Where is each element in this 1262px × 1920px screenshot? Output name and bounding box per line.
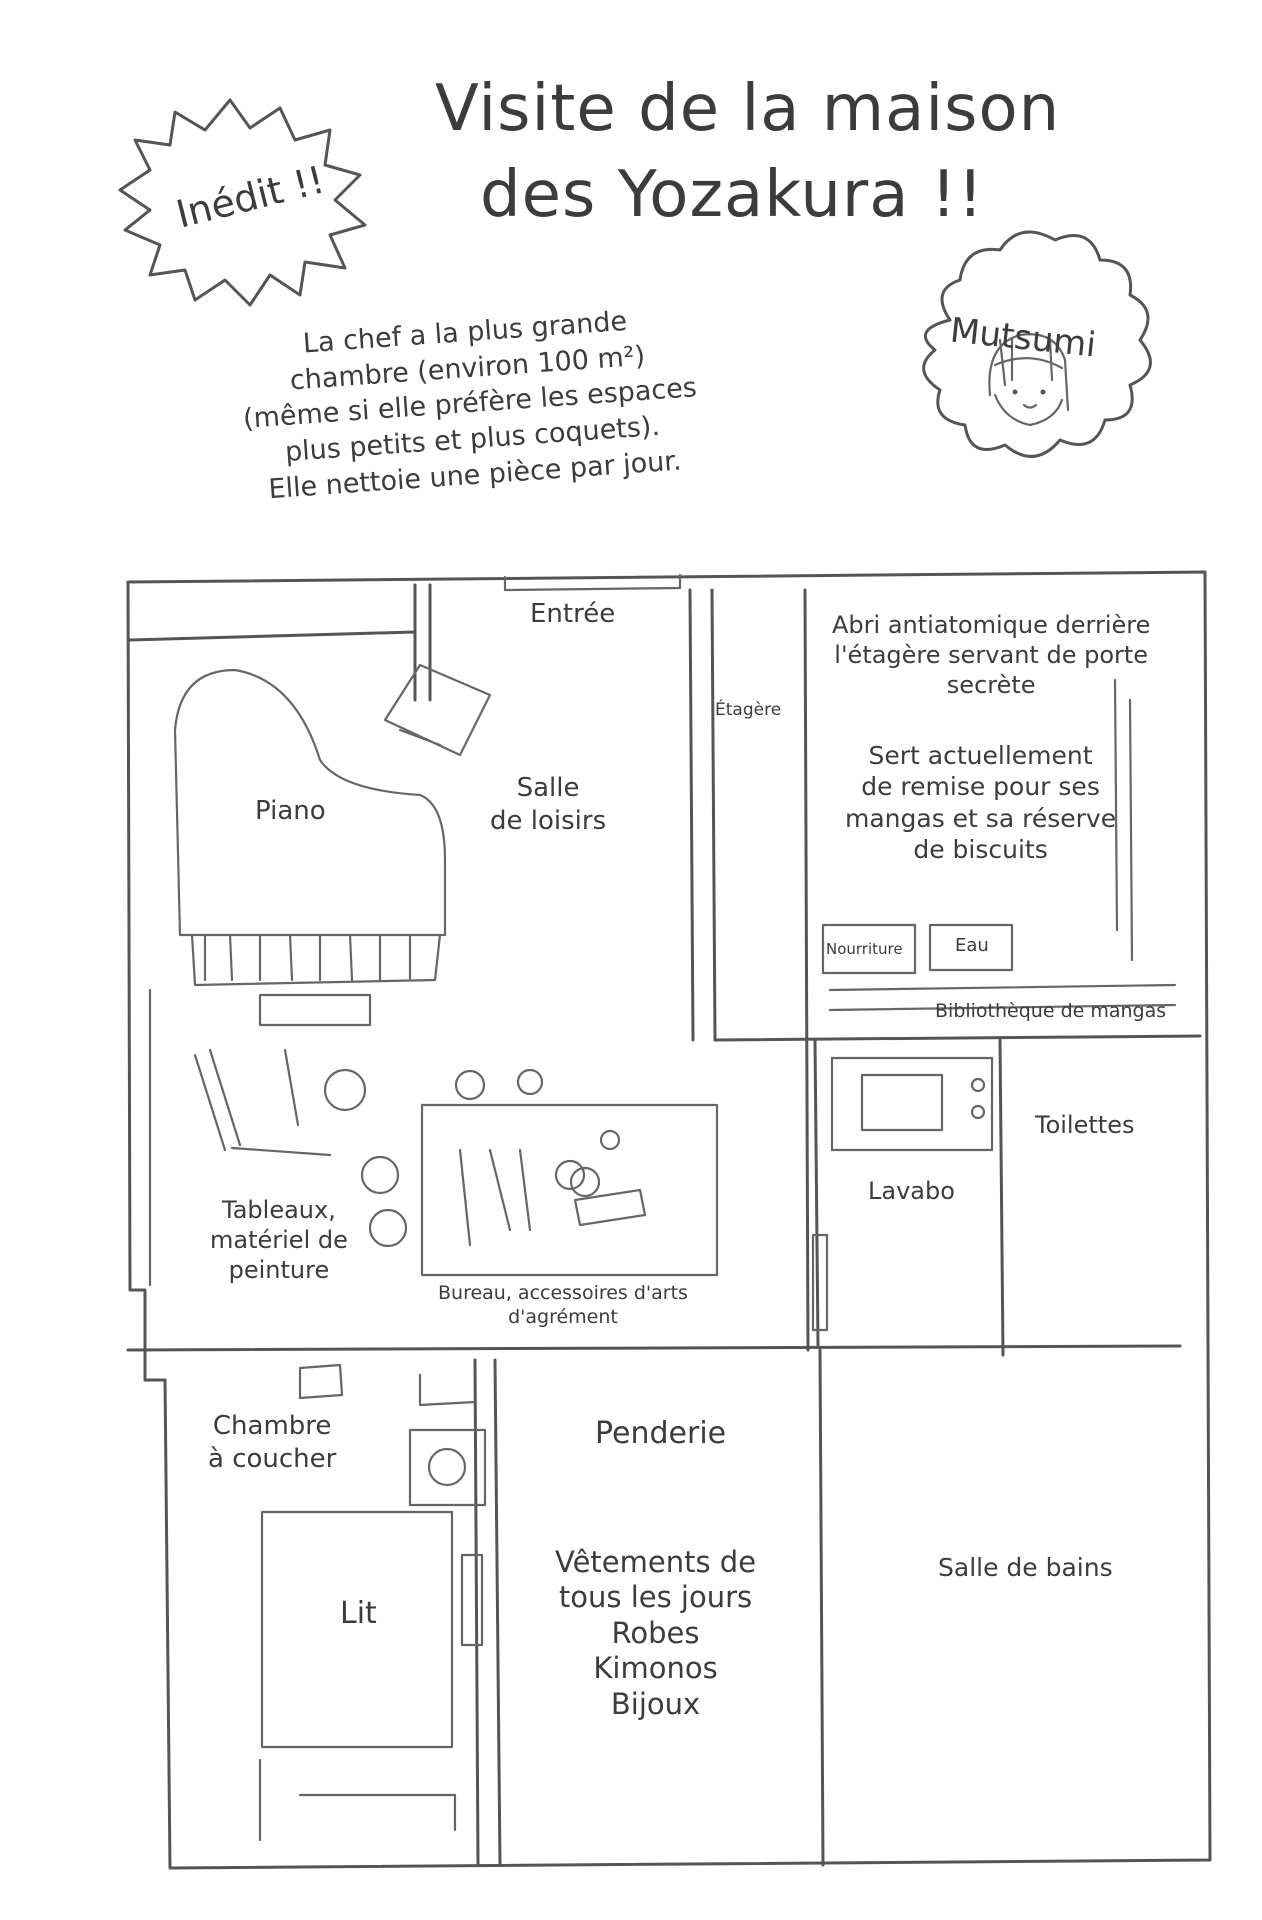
label-abri-line: Abri antiatomique derrière [832, 611, 1151, 639]
label-remise-line: de biscuits [913, 834, 1048, 864]
intro-text: La chef a la plus grande chambre (enviro… [224, 298, 715, 509]
mutsumi-cloud-shape [922, 230, 1152, 458]
label-salle-bains: Salle de bains [938, 1553, 1113, 1582]
label-vetements-line: tous les jours [558, 1580, 753, 1615]
label-vetements-line: Robes [611, 1615, 700, 1650]
badge-burst-shape [118, 98, 367, 307]
label-chambre-line: Chambre [212, 1411, 332, 1441]
label-etagere: Étagère [715, 700, 782, 720]
label-abri-line: l'étagère servant de porte [834, 641, 1149, 669]
label-tableaux: Tableaux, matériel de peinture [210, 1195, 348, 1285]
label-salle-loisirs: Salle de loisirs [490, 772, 606, 837]
label-vetements-line: Vêtements de [555, 1545, 757, 1579]
label-vetements: Vêtements de tous les jours Robes Kimono… [555, 1545, 756, 1722]
label-remise-line: Sert actuellement [868, 741, 1093, 770]
label-entree: Entrée [530, 599, 616, 629]
label-piano: Piano [255, 796, 326, 826]
label-nourriture: Nourriture [826, 940, 903, 958]
label-toilettes: Toilettes [1035, 1111, 1135, 1139]
label-chambre: Chambre à coucher [208, 1410, 336, 1475]
mutsumi-face-drawing [988, 333, 1070, 427]
label-tableaux-line: peinture [228, 1256, 330, 1284]
label-salle-loisirs-line: Salle [516, 773, 580, 803]
label-bureau: Bureau, accessoires d'arts d'agrément [438, 1282, 688, 1330]
label-tableaux-line: Tableaux, [222, 1196, 336, 1224]
label-salle-loisirs-line: de loisirs [490, 805, 607, 836]
label-bureau-line: d'agrément [508, 1305, 618, 1328]
label-bureau-line: Bureau, accessoires d'arts [438, 1282, 688, 1304]
label-abri: Abri antiatomique derrière l'étagère ser… [832, 610, 1150, 700]
label-lavabo: Lavabo [868, 1177, 955, 1205]
label-remise-line: mangas et sa réserve [845, 803, 1117, 833]
label-vetements-line: Bijoux [610, 1686, 701, 1721]
page-title-line1: Visite de la maison [435, 72, 1061, 146]
label-penderie: Penderie [595, 1416, 727, 1451]
label-chambre-line: à coucher [208, 1443, 337, 1474]
page-title-line2: des Yozakura !! [480, 158, 985, 232]
label-abri-line: secrète [946, 671, 1036, 699]
label-remise-line: de remise pour ses [861, 772, 1100, 802]
label-tableaux-line: matériel de [210, 1226, 348, 1254]
label-lit: Lit [340, 1596, 377, 1631]
label-bibliotheque: Bibliothèque de mangas [935, 1000, 1167, 1022]
label-eau: Eau [955, 935, 989, 956]
label-vetements-line: Kimonos [593, 1651, 718, 1686]
label-remise: Sert actuellement de remise pour ses man… [845, 740, 1116, 865]
